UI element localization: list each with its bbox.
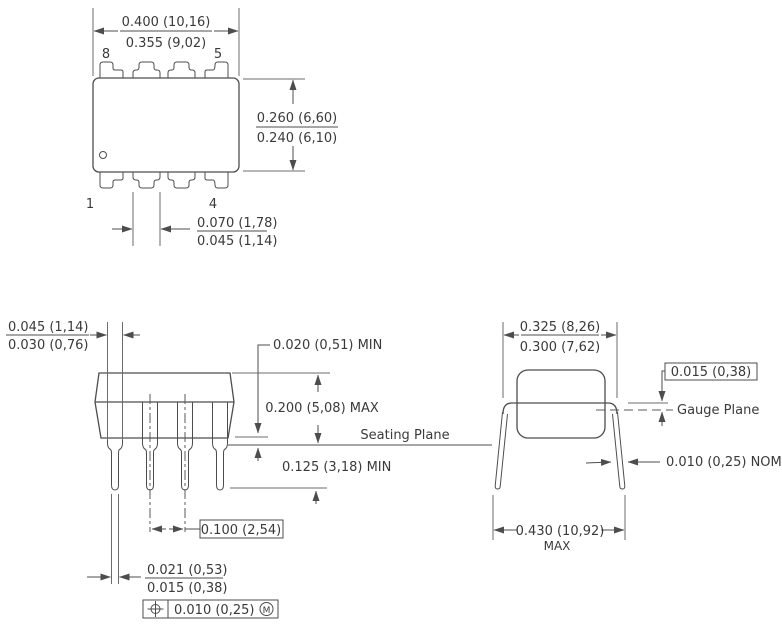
end-view-right-leg — [612, 411, 626, 490]
pin-lead — [167, 61, 196, 78]
dim-lead-length: 0.125 (3,18) MIN — [230, 447, 391, 504]
dim-shoulder-width-min: 0.030 (0,76) — [8, 338, 88, 353]
true-position-icon — [147, 601, 164, 617]
dim-body-width: 0.260 (6,60) 0.240 (6,10) — [243, 78, 338, 172]
dim-lead-thickness-label: 0.010 (0,25) NOM — [666, 455, 782, 470]
top-view: 8 5 1 4 0.400 (10,16) 0.355 (9,02) 0.260… — [86, 8, 338, 249]
pin-lead — [132, 61, 161, 78]
feature-control-frame: 0.010 (0,25) M — [142, 599, 279, 619]
dim-overall-span: 0.430 (10,92) MAX — [492, 495, 626, 553]
package-body-end-view — [516, 369, 606, 439]
dim-gauge-offset: 0.015 (0,38) — [628, 362, 758, 426]
front-view-legs — [107, 394, 228, 532]
dim-overall-span-value: 0.430 (10,92) — [516, 524, 605, 539]
mmc-modifier-icon: M — [259, 602, 274, 616]
dim-lead-span-max: 0.325 (8,26) — [520, 320, 600, 335]
pin-number-5: 5 — [214, 47, 222, 62]
dim-pitch-label: 0.100 (2,54) — [201, 523, 281, 538]
pin-row-bottom — [99, 171, 229, 189]
dim-body-height: 0.200 (5,08) MAX — [232, 372, 379, 444]
pitch-basic-dim-box — [199, 519, 284, 539]
package-body-front-view — [94, 372, 235, 439]
dim-lead-span: 0.325 (8,26) 0.300 (7,62) — [502, 320, 618, 398]
dim-body-height-label: 0.200 (5,08) MAX — [265, 401, 379, 416]
pin-number-8: 8 — [102, 47, 110, 62]
dim-gauge-offset-label: 0.015 (0,38) — [671, 365, 751, 380]
svg-text:M: M — [263, 606, 271, 616]
dim-body-width-max: 0.260 (6,60) — [257, 111, 337, 126]
dim-lead-thickness: 0.010 (0,25) NOM — [585, 455, 782, 470]
lead-bend-line — [502, 402, 618, 415]
package-body-top-view — [92, 77, 240, 173]
dim-lead-shoulder: 0.070 (1,78) 0.045 (1,14) — [112, 192, 277, 249]
dim-shoulder-width-max: 0.045 (1,14) — [8, 320, 88, 335]
leg — [212, 402, 228, 491]
dim-body-length-min: 0.355 (9,02) — [126, 36, 206, 51]
pin1-index-dot — [99, 151, 107, 159]
dim-lead-width-min: 0.015 (0,38) — [147, 581, 227, 596]
pin-row-top — [99, 61, 229, 78]
end-view: 0.325 (8,26) 0.300 (7,62) 0.015 (0,38) G… — [492, 320, 782, 553]
dim-lead-shoulder-max: 0.070 (1,78) — [197, 216, 277, 231]
dim-overall-span-qualifier: MAX — [544, 539, 571, 553]
dim-body-width-min: 0.240 (6,10) — [257, 131, 337, 146]
pin-lead — [99, 61, 124, 78]
dim-lead-width: 0.021 (0,53) 0.015 (0,38) — [87, 494, 227, 596]
seating-plane-label: Seating Plane — [360, 428, 449, 443]
gauge-plane-label: Gauge Plane — [677, 403, 759, 418]
position-tolerance-value: 0.010 (0,25) — [174, 603, 254, 618]
dim-body-length-max: 0.400 (10,16) — [122, 15, 211, 30]
pin-number-4: 4 — [209, 197, 217, 212]
dim-standoff: 0.020 (0,51) MIN — [235, 338, 382, 438]
dim-lead-width-max: 0.021 (0,53) — [147, 563, 227, 578]
dim-shoulder-width: 0.045 (1,14) 0.030 (0,76) — [6, 320, 140, 440]
dim-standoff-label: 0.020 (0,51) MIN — [273, 338, 382, 353]
dim-body-length: 0.400 (10,16) 0.355 (9,02) — [92, 8, 240, 76]
pin-number-1: 1 — [86, 197, 94, 212]
dim-lead-span-min: 0.300 (7,62) — [520, 340, 600, 355]
dim-lead-shoulder-min: 0.045 (1,14) — [197, 234, 277, 249]
end-view-left-leg — [494, 411, 508, 490]
front-view: 0.045 (1,14) 0.030 (0,76) 0.020 (0,51) M… — [6, 320, 492, 619]
leg — [107, 402, 123, 491]
pin-lead — [204, 61, 229, 78]
dim-pitch: 0.100 (2,54) — [151, 519, 284, 539]
dim-lead-length-label: 0.125 (3,18) MIN — [282, 460, 391, 475]
